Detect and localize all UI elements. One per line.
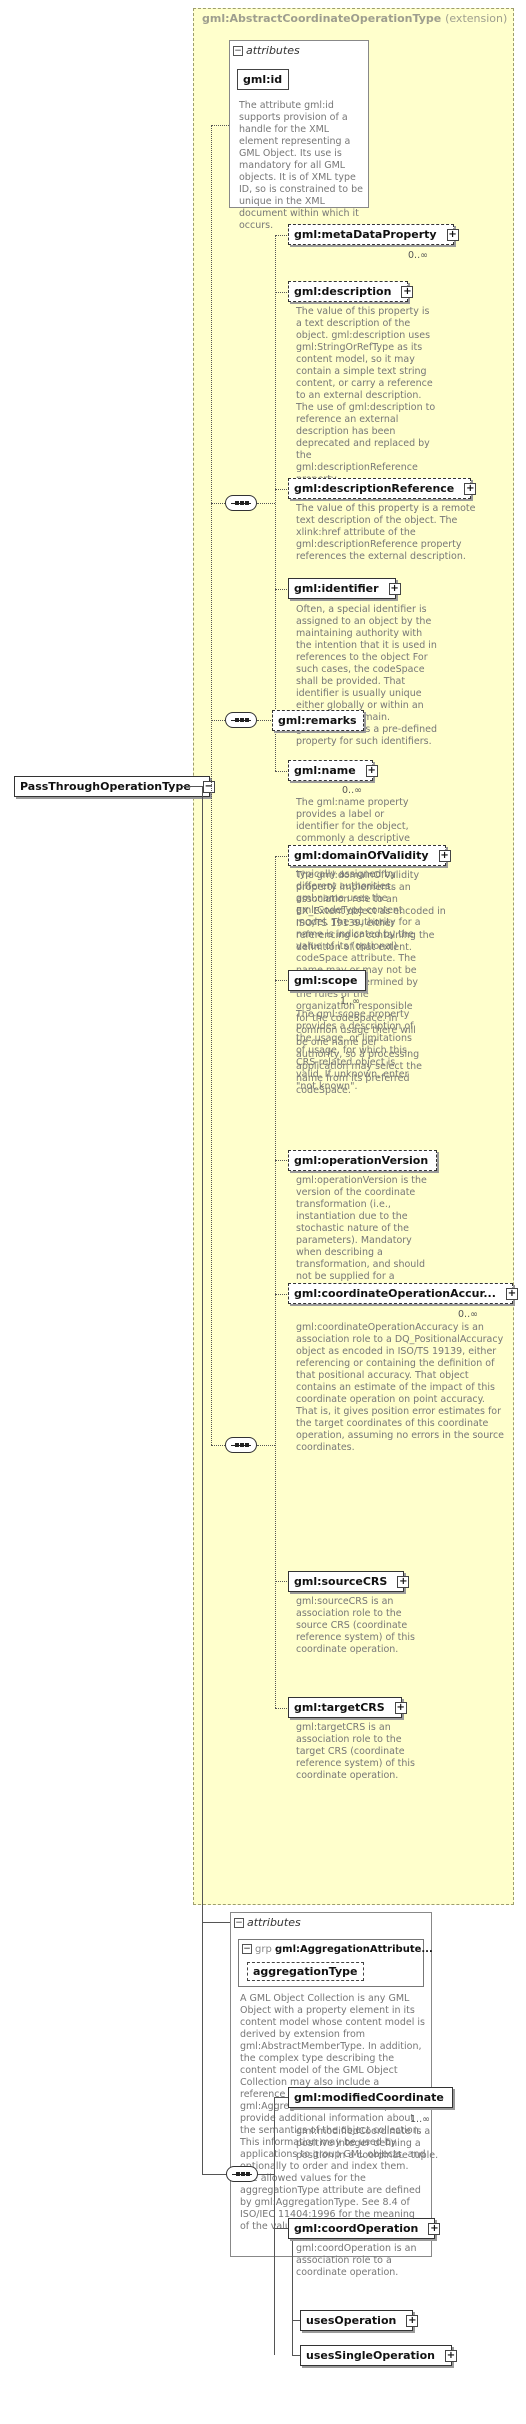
expand-icon[interactable]: + [464,483,477,495]
attribute-gml-id[interactable]: gml:id [237,69,290,90]
connector [275,1160,287,1161]
collapse-icon[interactable]: − [202,781,215,793]
connector [257,503,275,504]
connector [275,235,287,236]
cardinality: 0..∞ [458,1309,478,1320]
element-coordinate-operation-accuracy[interactable]: gml:coordinateOperationAccur...+ [288,1283,518,1304]
connector [257,720,271,721]
attribute-group-header[interactable]: −grp gml:AggregationAttribute... [242,1944,433,1955]
attribute-gml-id-doc: The attribute gml:id supports provision … [239,100,363,231]
expand-icon[interactable]: + [446,229,459,241]
expand-icon[interactable]: + [397,1576,410,1588]
connector [275,589,287,590]
connector [202,786,203,2174]
expand-icon[interactable]: + [394,1702,407,1714]
cardinality: 0..∞ [408,250,428,261]
connector [202,2174,226,2175]
connector [274,2228,288,2229]
extension-title: gml:AbstractCoordinateOperationType (ext… [202,12,507,25]
connector [211,503,225,504]
connector [274,2097,275,2355]
expand-icon[interactable]: + [428,2223,441,2235]
element-identifier-doc: Often, a special identifier is assigned … [296,604,437,747]
element-identifier[interactable]: gml:identifier+ [288,578,401,599]
connector [275,980,287,981]
element-coord-operation-doc: gml:coordOperation is an association rol… [296,2243,417,2278]
element-scope[interactable]: gml:scope [288,970,366,991]
connector [211,125,212,1445]
extension-qualifier: (extension) [445,12,508,25]
element-target-crs-doc: gml:targetCRS is an association role to … [296,1722,415,1781]
collapse-icon[interactable]: − [234,1918,244,1928]
element-source-crs[interactable]: gml:sourceCRS+ [288,1571,410,1592]
element-coordinate-operation-accuracy-doc: gml:coordinateOperationAccuracy is an as… [296,1322,505,1453]
extension-type-name: gml:AbstractCoordinateOperationType [202,12,442,25]
attributes-header[interactable]: −attributes [234,1916,301,1929]
connector [211,1445,225,1446]
element-metadata-property[interactable]: gml:metaDataProperty+ [288,224,459,245]
element-operation-version[interactable]: gml:operationVersion [288,1150,438,1171]
expand-icon[interactable]: + [388,583,401,595]
element-source-crs-doc: gml:sourceCRS is an association role to … [296,1596,415,1655]
expand-icon[interactable]: + [444,2350,457,2362]
element-name[interactable]: gml:name+ [288,760,378,781]
sequence-compositor[interactable] [225,495,257,511]
connector [292,2238,293,2355]
connector [275,1708,287,1709]
connector [275,489,287,490]
connector [202,1922,230,1923]
element-description[interactable]: gml:description+ [288,281,414,302]
connector [292,2355,302,2356]
element-scope-doc: The gml:scope property provides a descri… [296,1009,414,1092]
sequence-compositor[interactable] [225,1437,257,1453]
attributes-box-id: −attributes gml:id The attribute gml:id … [229,40,369,231]
connector [275,771,287,772]
element-coord-operation[interactable]: gml:coordOperation+ [288,2218,441,2239]
cardinality: 1..∞ [340,996,360,1007]
expand-icon[interactable]: + [401,286,414,298]
element-target-crs[interactable]: gml:targetCRS+ [288,1697,407,1718]
attribute-group-doc: A GML Object Collection is any GML Objec… [240,1993,426,2232]
element-modified-coordinate[interactable]: gml:modifiedCoordinate [288,2087,453,2108]
cardinality: 1..∞ [410,2114,430,2125]
connector [292,2320,302,2321]
element-description-reference-doc: The value of this property is a remote t… [296,503,476,562]
connector [182,786,202,787]
element-modified-coordinate-doc: gml:modifiedCoordinate is a positive int… [296,2126,439,2161]
connector [275,856,287,857]
connector [275,1294,287,1295]
collapse-icon[interactable]: − [242,1944,252,1954]
element-description-reference[interactable]: gml:descriptionReference+ [288,478,477,499]
connector [211,125,229,126]
connector [275,235,276,771]
connector [275,292,287,293]
collapse-icon[interactable]: − [233,46,243,56]
element-domain-of-validity[interactable]: gml:domainOfValidity+ [288,845,451,866]
sequence-compositor[interactable] [226,2166,258,2182]
attribute-group: −grp gml:AggregationAttribute... aggrega… [238,1939,433,1987]
root-element[interactable]: PassThroughOperationType− [14,776,215,797]
element-uses-single-operation[interactable]: usesSingleOperation+ [300,2345,457,2366]
sequence-compositor[interactable] [225,712,257,728]
connector [257,1445,275,1446]
expand-icon[interactable]: + [406,2315,419,2327]
expand-icon[interactable]: + [438,850,451,862]
connector [275,856,276,1708]
element-domain-of-validity-doc: The gml:domainOfValidity property implem… [296,870,446,953]
expand-icon[interactable]: + [365,765,378,777]
expand-icon[interactable]: + [505,1288,518,1300]
connector [274,2097,288,2098]
element-operation-version-doc: gml:operationVersion is the version of t… [296,1175,427,1294]
element-description-doc: The value of this property is a text des… [296,306,436,485]
attributes-header[interactable]: −attributes [233,44,300,57]
connector [211,720,225,721]
element-uses-operation[interactable]: usesOperation+ [300,2310,419,2331]
element-remarks[interactable]: gml:remarks [272,710,364,731]
attribute-aggregation-type[interactable]: aggregationType [247,1962,365,1981]
connector [275,1581,287,1582]
attributes-box-aggregation: −attributes −grp gml:AggregationAttribut… [230,1912,433,2257]
cardinality: 0..∞ [342,785,362,796]
connector [258,2174,274,2175]
